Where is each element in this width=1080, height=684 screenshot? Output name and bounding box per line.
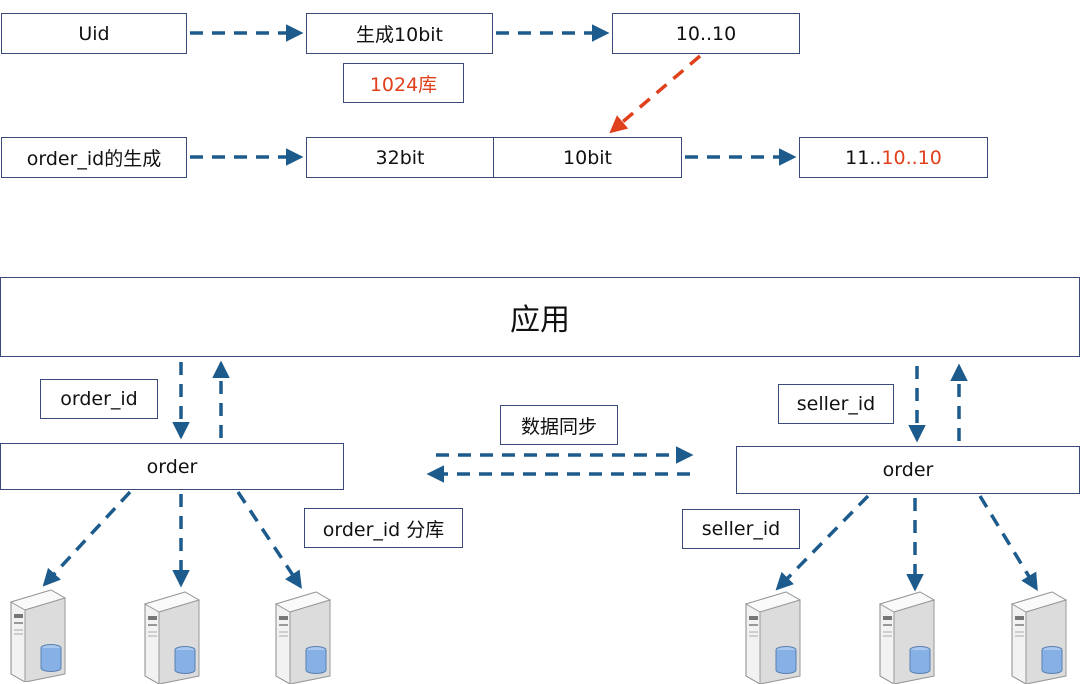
left-order-box: order: [0, 443, 344, 490]
left-order-label: order: [146, 455, 198, 478]
left-shard-label: order_id 分库: [322, 518, 445, 541]
arrow-right-db-3: [978, 495, 1038, 591]
right-shard-label: seller_id: [701, 518, 781, 540]
arrow-left-db-1: [42, 490, 132, 587]
gen-10bit-box: 生成10bit: [306, 13, 493, 54]
server-db-icon: [274, 591, 332, 684]
order-id-gen-label: order_id的生成: [26, 148, 162, 170]
right-order-box: order: [736, 446, 1080, 494]
left-shard-box: order_id 分库: [304, 508, 463, 548]
bits32-label: 32bit: [375, 146, 425, 169]
right-key-label: seller_id: [796, 393, 876, 415]
bits10-box: 10bit: [494, 137, 682, 178]
sync-box: 数据同步: [500, 405, 618, 445]
server-db-icon: [1010, 591, 1068, 684]
server-db-icon: [744, 591, 802, 684]
bits10-label: 10bit: [563, 146, 612, 169]
lib-1024-label: 1024库: [369, 73, 438, 96]
bits32-box: 32bit: [306, 137, 494, 178]
uid-label: Uid: [78, 22, 110, 45]
order-id-gen-box: order_id的生成: [1, 137, 187, 178]
server-db-icon: [9, 589, 67, 682]
arrow-value-to-10bit: [609, 54, 702, 134]
arrow-left-db-3: [236, 491, 302, 589]
right-key-box: seller_id: [778, 384, 894, 424]
value-1010-box: 10..10: [612, 13, 800, 54]
right-shard-box: seller_id: [682, 509, 800, 549]
app-box: 应用: [0, 277, 1080, 357]
left-key-box: order_id: [40, 379, 158, 419]
result-box: 11..10..10: [799, 137, 988, 178]
sync-label: 数据同步: [520, 415, 597, 438]
app-label: 应用: [510, 303, 570, 338]
result-prefix: 11..: [845, 146, 882, 169]
value-1010-label: 10..10: [675, 22, 737, 45]
left-key-label: order_id: [60, 388, 138, 410]
right-order-label: order: [882, 459, 934, 481]
gen-10bit-label: 生成10bit: [356, 24, 443, 46]
uid-box: Uid: [1, 13, 187, 54]
result-suffix: 10..10: [881, 146, 942, 169]
server-db-icon: [143, 591, 201, 684]
server-db-icon: [878, 591, 936, 684]
lib-1024-box: 1024库: [343, 63, 464, 103]
